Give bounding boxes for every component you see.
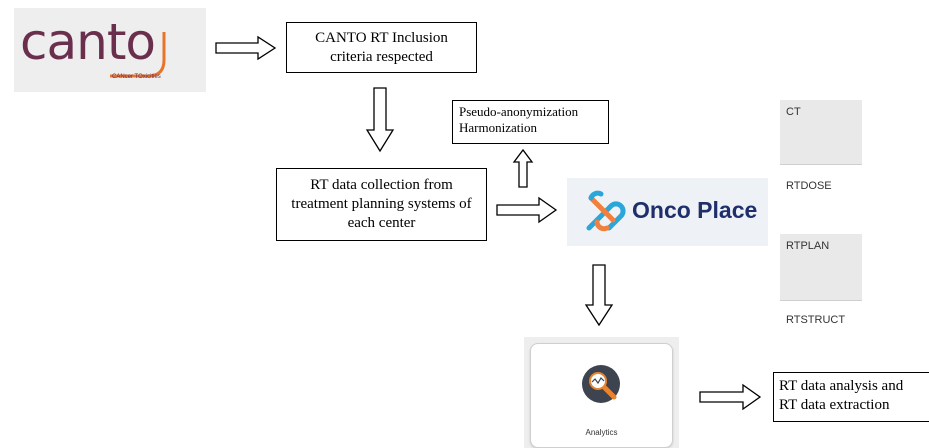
oncoplace-logo-icon	[586, 190, 626, 232]
rt-data-collection-box: RT data collection from treatment planni…	[276, 168, 487, 241]
file-label-rtstruct: RTSTRUCT	[786, 314, 846, 326]
analytics-card[interactable]: Analytics	[530, 343, 673, 448]
arrow-analytics-to-analysis	[699, 383, 762, 411]
rt-data-collection-text: RT data collection from treatment planni…	[291, 177, 472, 231]
oncoplace-name: Onco Place	[632, 197, 758, 223]
canto-wordmark: canto	[20, 13, 156, 71]
file-tile-ct: CT	[780, 100, 862, 164]
file-divider-2	[780, 300, 862, 301]
arrow-inclusion-to-collection	[365, 87, 395, 153]
inclusion-criteria-box: CANTO RT Inclusion criteria respected	[286, 22, 477, 73]
oncoplace-panel: Onco Place	[567, 178, 768, 246]
file-tile-rtplan: RTPLAN	[780, 234, 862, 300]
rt-analysis-line-1: RT data analysis and	[779, 378, 904, 394]
arrow-oncoplace-to-analytics	[584, 264, 614, 327]
pseudo-line-2: Harmonization	[459, 120, 537, 135]
pseudo-line-1: Pseudo-anonymization	[459, 104, 579, 119]
canto-tagline: CANcer TOxicities	[112, 74, 161, 80]
rt-analysis-box: RT data analysis and RT data extraction	[773, 372, 929, 422]
arrow-logo-to-inclusion	[215, 35, 277, 61]
file-label-rtdose: RTDOSE	[786, 180, 832, 192]
file-divider-1	[780, 164, 862, 165]
file-label-rtplan: RTPLAN	[786, 240, 830, 252]
file-label-ct: CT	[786, 106, 801, 118]
rt-analysis-line-2: RT data extraction	[779, 397, 890, 413]
arrow-collection-to-oncoplace	[496, 196, 558, 224]
arrow-up-to-pseudo	[512, 148, 534, 188]
inclusion-criteria-text: CANTO RT Inclusion criteria respected	[315, 29, 448, 65]
canto-accent-swoosh	[110, 32, 166, 78]
magnifier-chart-icon	[582, 365, 620, 403]
analytics-label: Analytics	[585, 428, 618, 437]
pseudo-anonymization-box: Pseudo-anonymization Harmonization	[452, 100, 609, 144]
canto-logo: canto CANcer TOxicities	[14, 8, 206, 92]
